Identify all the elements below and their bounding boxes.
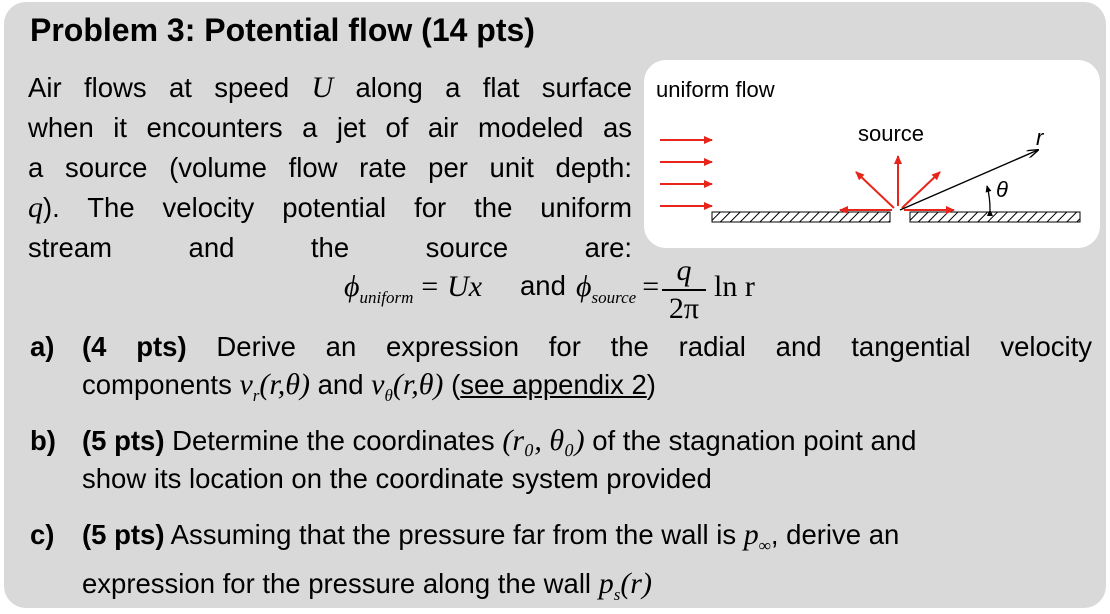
problem-panel: Problem 3: Potential flow (14 pts) Air f… [4, 2, 1106, 608]
part-b-line-2: show its location on the coordinate syst… [82, 463, 712, 494]
ps-symbol: p [598, 567, 614, 600]
part-b-label: b) [30, 425, 56, 456]
part-b-points: (5 pts) [82, 425, 165, 456]
radius-label: r [1036, 125, 1044, 150]
fraction-bar [662, 289, 706, 291]
fraction-numerator: q [676, 254, 692, 287]
speed-symbol: U [311, 71, 334, 104]
source-label: source [858, 121, 925, 146]
source-arrow [901, 171, 941, 209]
radius-line [899, 150, 1038, 211]
part-a-line-1: (4 pts) Derive an expression for the rad… [82, 331, 1093, 362]
fraction-denominator: 2π [668, 292, 700, 325]
source-arrows [839, 155, 955, 214]
part-a-label: a) [30, 331, 55, 362]
phi-uniform-symbol: ϕ [344, 270, 360, 303]
part-c-line-1: (5 pts) Assuming that the pressure far f… [82, 518, 900, 555]
intro-line-1: Air flows at speed U along a flat surfac… [28, 71, 632, 104]
theta-arc [985, 185, 993, 217]
flow-diagram: uniform flow source r θ [644, 60, 1100, 248]
source-fraction: q 2π [662, 256, 706, 324]
part-a-line-2: components vr(r,θ) and vθ(r,θ) (see appe… [82, 368, 656, 405]
source-subscript: source [591, 288, 637, 307]
appendix-link[interactable]: see appendix 2 [460, 369, 647, 400]
part-a-points: (4 pts) [82, 331, 187, 362]
log-term: ln r [714, 270, 755, 303]
theta-label: θ [996, 177, 1008, 202]
source-equals: = [642, 270, 660, 303]
part-b-line-1: (5 pts) Determine the coordinates (r₀, θ… [82, 424, 917, 457]
vtheta-symbol: v [371, 368, 385, 401]
wall-right [909, 211, 1081, 223]
uniform-potential-rhs: = Ux [419, 270, 483, 303]
uniform-flow-arrows [660, 136, 713, 210]
part-c-points: (5 pts) [82, 519, 165, 550]
intro-line-4: q). The velocity potential for the unifo… [28, 191, 632, 224]
uniform-flow-label: uniform flow [656, 77, 775, 102]
flow-diagram-svg [660, 136, 1081, 223]
part-c-line-2: expression for the pressure along the wa… [82, 567, 652, 604]
intro-line-5: stream and the source are: [28, 232, 633, 263]
source-arrow [855, 171, 895, 209]
vr-symbol: v [239, 368, 253, 401]
intro-line-2: when it encounters a jet of air modeled … [28, 112, 632, 143]
part-c-label: c) [30, 519, 55, 550]
wall-left [711, 211, 891, 223]
intro-line-3: a source (volume flow rate per unit dept… [28, 152, 632, 183]
flow-rate-symbol: q [28, 191, 43, 224]
phi-source-symbol: ϕ [576, 270, 592, 303]
p-infinity-symbol: p [743, 518, 759, 551]
formula-and: and [520, 270, 566, 301]
problem-intro: Air flows at speed U along a flat surfac… [28, 68, 632, 268]
problem-title: Problem 3: Potential flow (14 pts) [30, 12, 535, 48]
uniform-subscript: uniform [359, 288, 414, 307]
stagnation-coords: (r₀, θ₀) [502, 424, 585, 457]
